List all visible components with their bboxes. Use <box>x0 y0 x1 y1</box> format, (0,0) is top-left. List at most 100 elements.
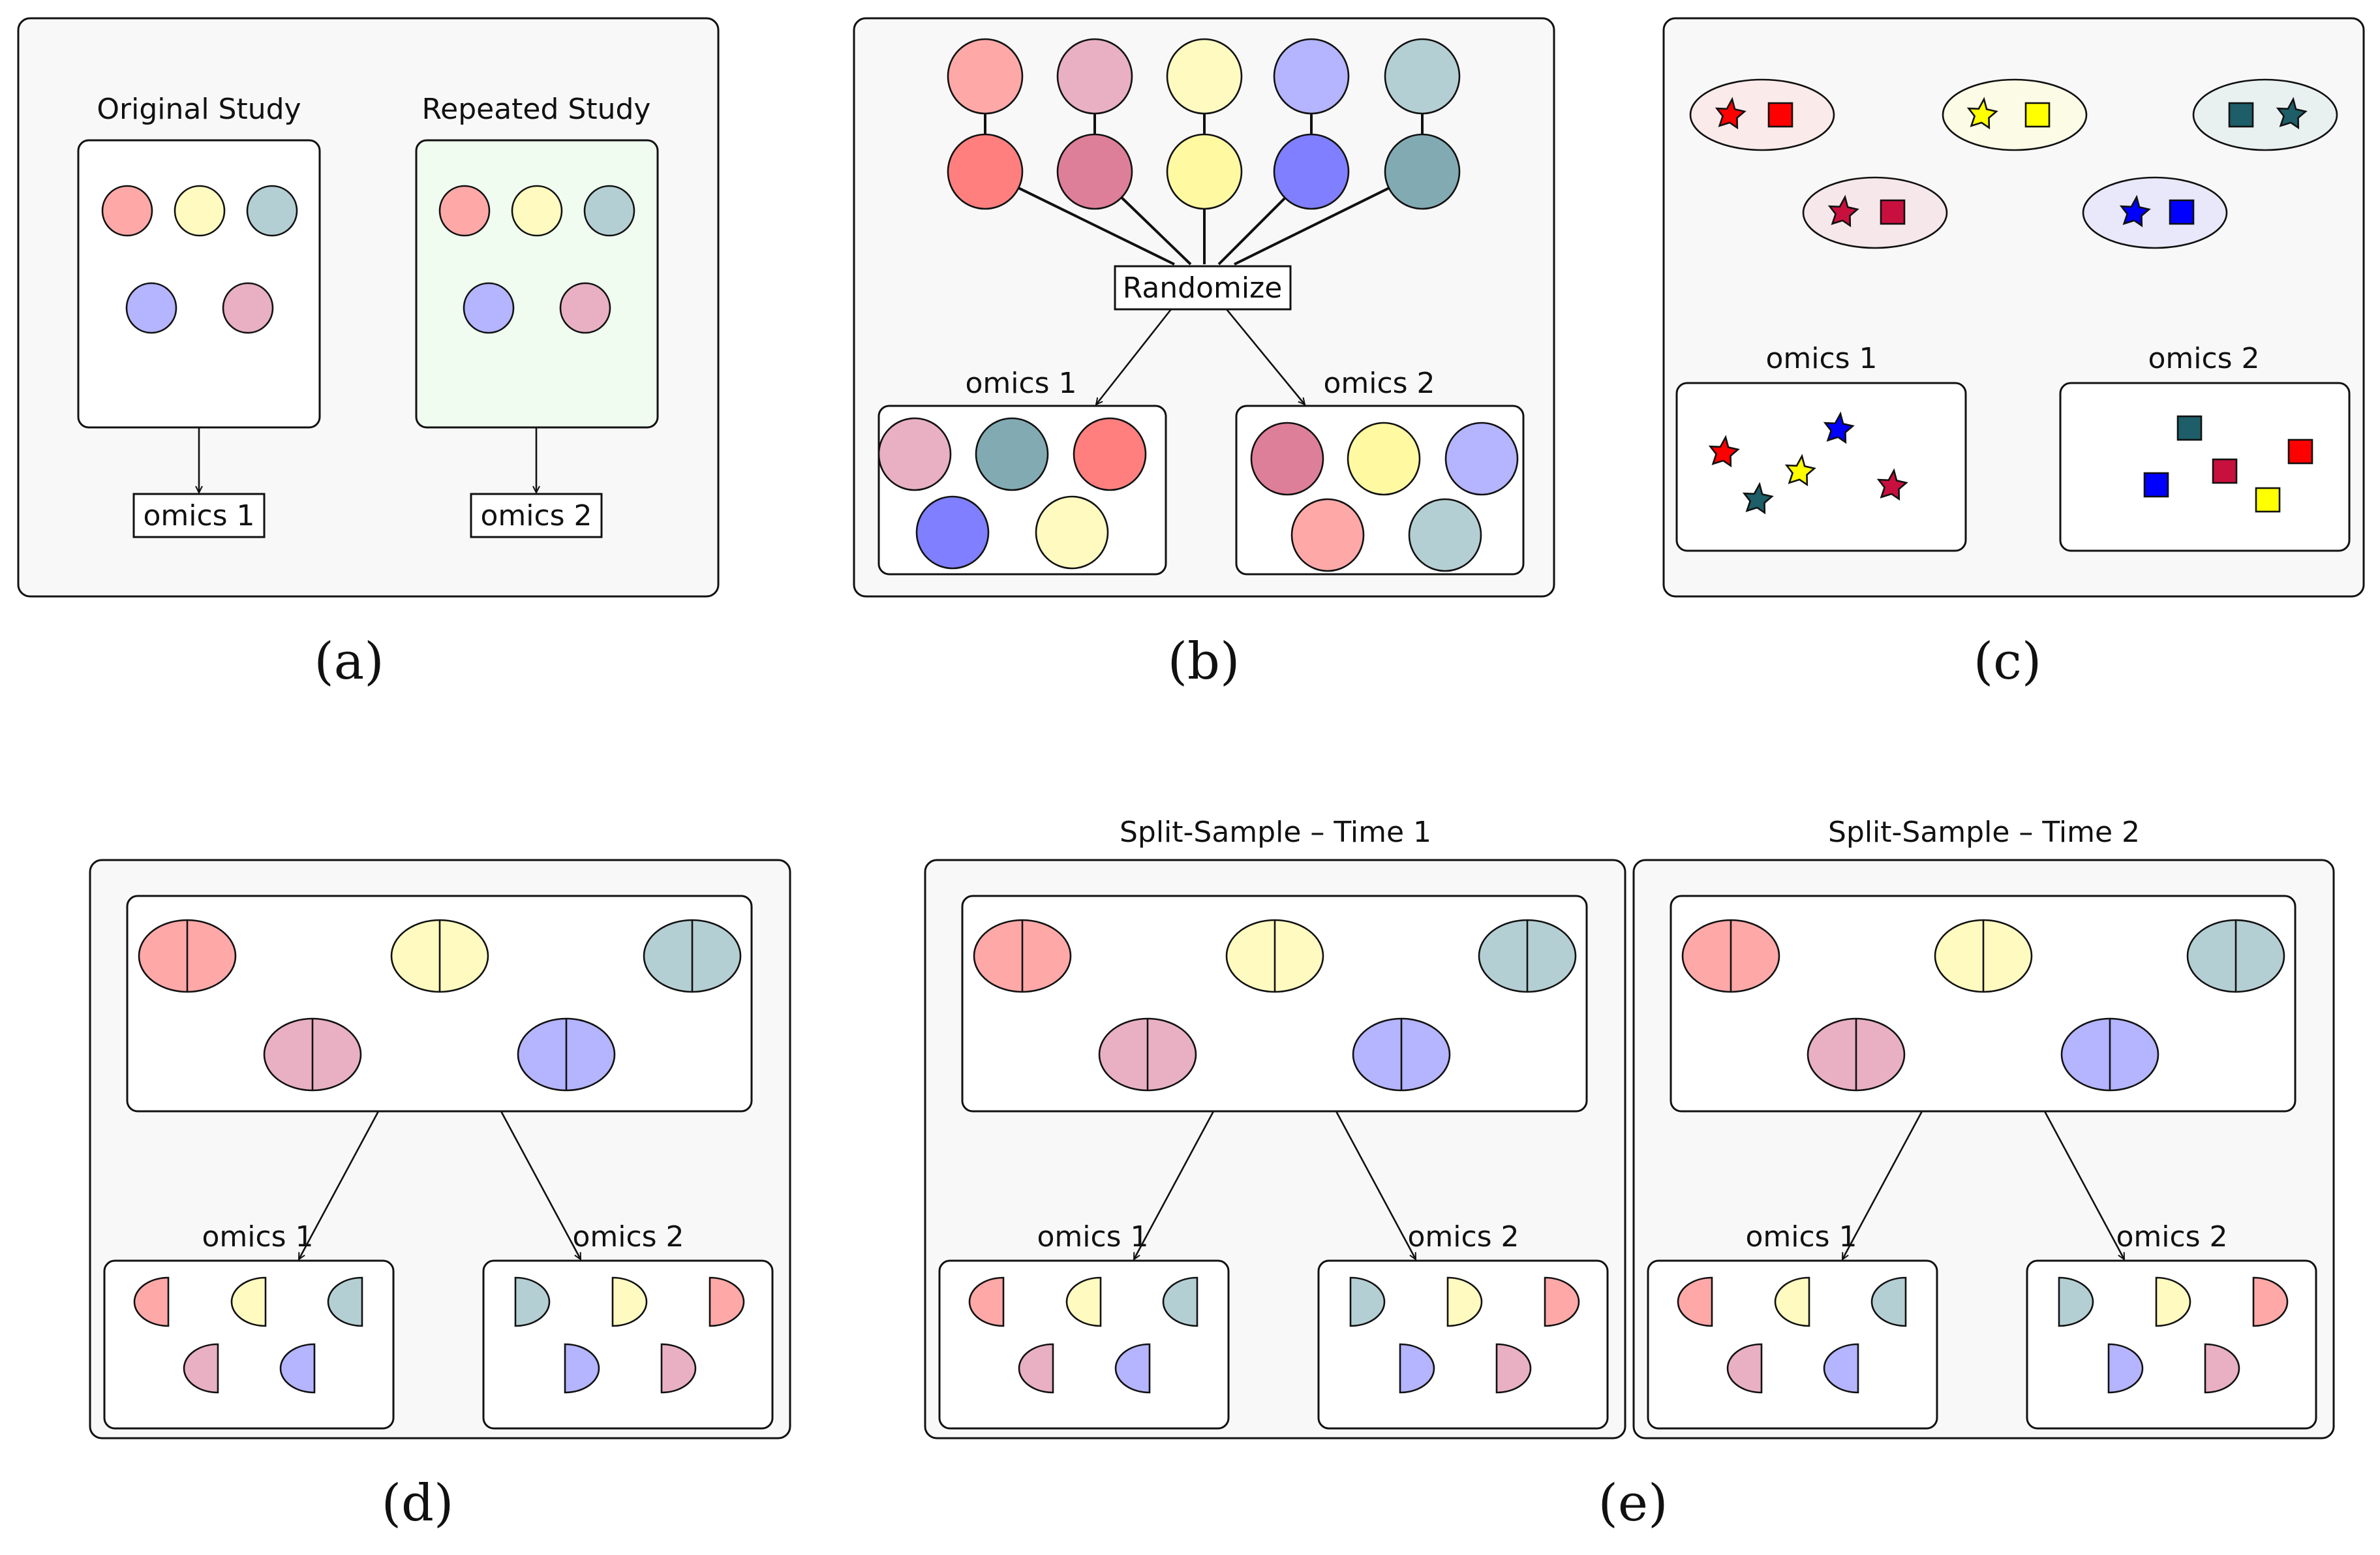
paired-ellipses <box>1689 78 2338 249</box>
star-marker <box>1823 411 1855 444</box>
caption-b: (b) <box>1168 632 1240 691</box>
sample-circle-blue <box>125 282 177 334</box>
star-marker <box>2276 97 2308 130</box>
square-marker <box>2228 102 2254 128</box>
caption-e: (e) <box>1598 1474 1668 1533</box>
sample-circle-red <box>438 185 491 237</box>
omics-2-box <box>1317 1259 1609 1430</box>
square-marker <box>2212 458 2238 484</box>
omics-1-box <box>1647 1259 1938 1430</box>
paired-sample-row <box>947 133 1461 210</box>
omics-2-box <box>2059 382 2351 552</box>
paired-markers <box>1715 97 2308 228</box>
arrow-to-omics-2 <box>1225 309 1305 405</box>
pair-ellipse <box>2192 78 2338 151</box>
omics-2-label: omics 2 <box>572 1220 684 1254</box>
left-half-yellow <box>1065 1276 1102 1327</box>
square-marker <box>1767 102 1793 128</box>
sample-circle-pink <box>1056 133 1133 210</box>
right-half-blue <box>2107 1343 2144 1394</box>
original-study-samples <box>101 185 298 334</box>
sample-circle-teal <box>1384 38 1461 115</box>
arrow-to-omics-1 <box>298 1111 380 1259</box>
repeated-study-box <box>415 139 659 429</box>
square-marker <box>2143 472 2169 498</box>
sample-circle-pink <box>1056 38 1133 115</box>
left-half-red <box>133 1276 170 1327</box>
sample-circle-pink <box>222 282 274 334</box>
omics-2-squares <box>2143 415 2313 513</box>
omics-1-label: omics 1 <box>202 1220 313 1254</box>
omics-2-label: omics 2 <box>1407 1220 1519 1254</box>
sample-circle-teal <box>1384 133 1461 210</box>
sample-circle-yellow <box>1166 38 1243 115</box>
panel-e-time-1: omics 1 omics 2 <box>924 859 1626 1440</box>
sample-circle-teal <box>246 185 298 237</box>
sample-circle-teal <box>975 417 1049 491</box>
randomize-box <box>1114 265 1292 311</box>
left-half-teal <box>1162 1276 1198 1327</box>
omics-2-label: omics 2 <box>480 499 592 532</box>
panel-b: Randomize omics 1 omics 2 (b) <box>853 17 1555 691</box>
omics-1-box <box>132 493 266 538</box>
pair-ellipse <box>1802 176 1948 249</box>
original-study-title: Original Study <box>97 93 301 126</box>
omics-2-label: omics 2 <box>1323 367 1435 400</box>
right-half-pink <box>2204 1343 2240 1394</box>
pair-ellipse <box>1689 78 1835 151</box>
right-half-yellow <box>611 1276 648 1327</box>
left-half-red <box>968 1276 1005 1327</box>
sample-circle-blue <box>1273 133 1350 210</box>
sample-circle-blue <box>1444 422 1519 496</box>
panel-c: omics 1 omics 2 (c) <box>1662 17 2365 691</box>
omics-1-label: omics 1 <box>965 367 1076 400</box>
sample-circle-blue <box>463 282 515 334</box>
caption-a: (a) <box>314 632 384 691</box>
omics-2-label: omics 2 <box>2148 342 2259 375</box>
time-2-title: Split-Sample – Time 2 <box>1828 816 2140 849</box>
omics-1-label: omics 1 <box>1745 1220 1857 1254</box>
arrow-to-omics-1 <box>1841 1111 1923 1259</box>
star-marker <box>1966 97 1998 130</box>
omics-2-halves <box>514 1276 745 1394</box>
right-half-yellow <box>1446 1276 1483 1327</box>
right-half-blue <box>1399 1343 1435 1394</box>
star-marker <box>1876 468 1908 501</box>
caption-c: (c) <box>1974 632 2042 691</box>
repeated-study-samples <box>438 185 635 334</box>
right-half-pink <box>660 1343 697 1394</box>
sample-circle-red <box>947 38 1024 115</box>
panel-a: Original Study Repeated Study omics 1 om… <box>17 17 720 691</box>
star-marker <box>1742 482 1774 515</box>
original-study-box <box>77 139 321 429</box>
right-half-yellow <box>2155 1276 2191 1327</box>
left-half-teal <box>327 1276 363 1327</box>
omics-1-box <box>103 1259 395 1430</box>
sample-circle-blue <box>1273 38 1350 115</box>
pair-ellipse <box>2082 176 2228 249</box>
time-1-title: Split-Sample – Time 1 <box>1120 816 1431 849</box>
sample-circle-yellow <box>1166 133 1243 210</box>
sample-circle-red <box>1290 498 1365 572</box>
sample-circle-yellow <box>1035 495 1109 570</box>
star-marker <box>1715 97 1747 130</box>
sample-circle-red <box>947 133 1024 210</box>
right-half-pink <box>1495 1343 1532 1394</box>
sample-circle-red <box>101 185 153 237</box>
randomize-label: Randomize <box>1123 271 1283 305</box>
omics-1-box <box>1675 382 1967 552</box>
left-half-pink <box>1726 1343 1763 1394</box>
square-marker <box>2255 487 2281 513</box>
sample-circle-blue <box>915 495 990 570</box>
sample-circle-teal <box>1408 498 1482 572</box>
star-marker <box>2119 194 2151 228</box>
caption-d: (d) <box>382 1474 454 1533</box>
sample-circle-yellow <box>511 185 563 237</box>
right-half-teal <box>2058 1276 2094 1327</box>
panel-e: Split-Sample – Time 1 Split-Sample – Tim… <box>924 816 2335 1533</box>
sample-circle-teal <box>583 185 635 237</box>
top-sample-row <box>947 38 1461 115</box>
right-half-blue <box>564 1343 600 1394</box>
omics-1-label: omics 1 <box>1765 342 1877 375</box>
